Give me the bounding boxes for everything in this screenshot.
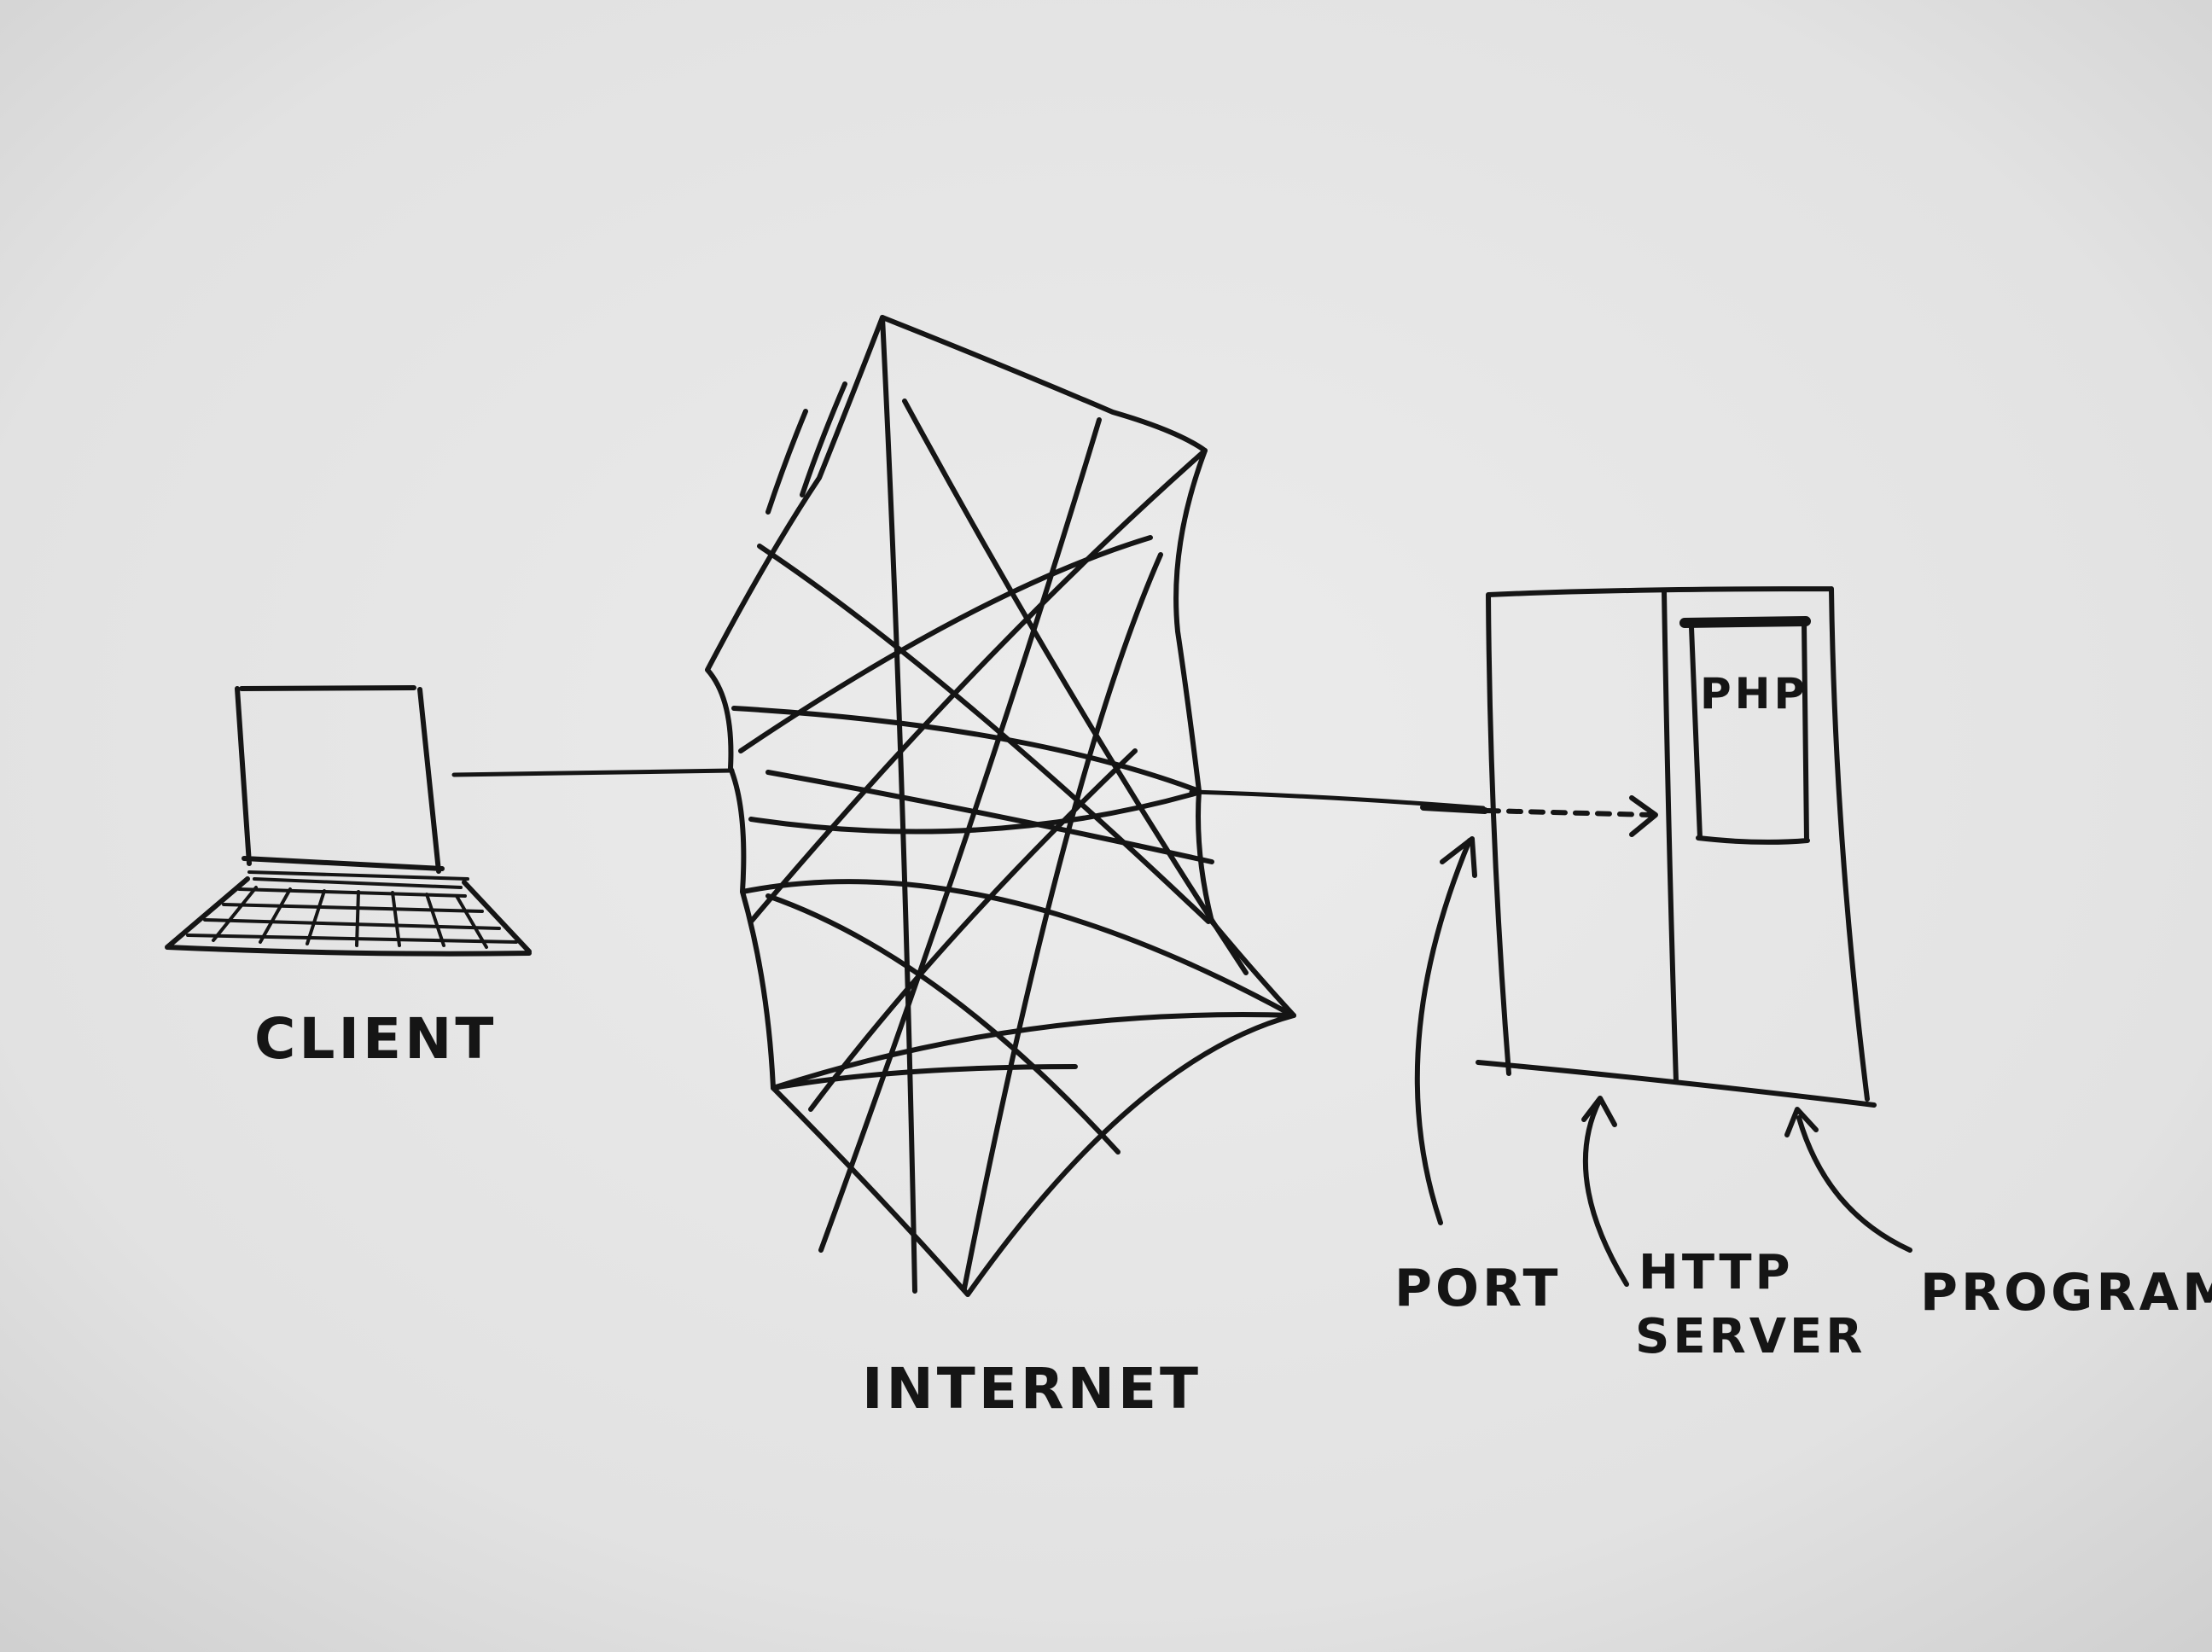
port-pointer-arrow-icon: [1414, 836, 1477, 1225]
http-label: HTTP: [1639, 1245, 1794, 1300]
laptop-icon: [165, 685, 532, 957]
client-label: CLIENT: [254, 1006, 497, 1072]
request-arrow-head-icon: [1629, 795, 1658, 837]
request-dashed-arrow: [1484, 808, 1654, 817]
client-internet-link: [451, 768, 735, 777]
internet-mesh-icon: [705, 315, 1296, 1297]
program-pointer-arrow-icon: [1784, 1107, 1912, 1253]
server-label: SERVER: [1635, 1309, 1866, 1364]
php-program-box-icon: [1679, 616, 1811, 845]
http-server-pointer-arrow-icon: [1581, 1096, 1629, 1287]
php-label: PHP: [1700, 669, 1808, 718]
program-label: PROGRAM: [1920, 1263, 2212, 1323]
port-connector: [1420, 804, 1488, 814]
port-label: PORT: [1394, 1259, 1561, 1318]
server-box-icon: [1476, 586, 1877, 1108]
internet-label: INTERNET: [862, 1356, 1202, 1422]
